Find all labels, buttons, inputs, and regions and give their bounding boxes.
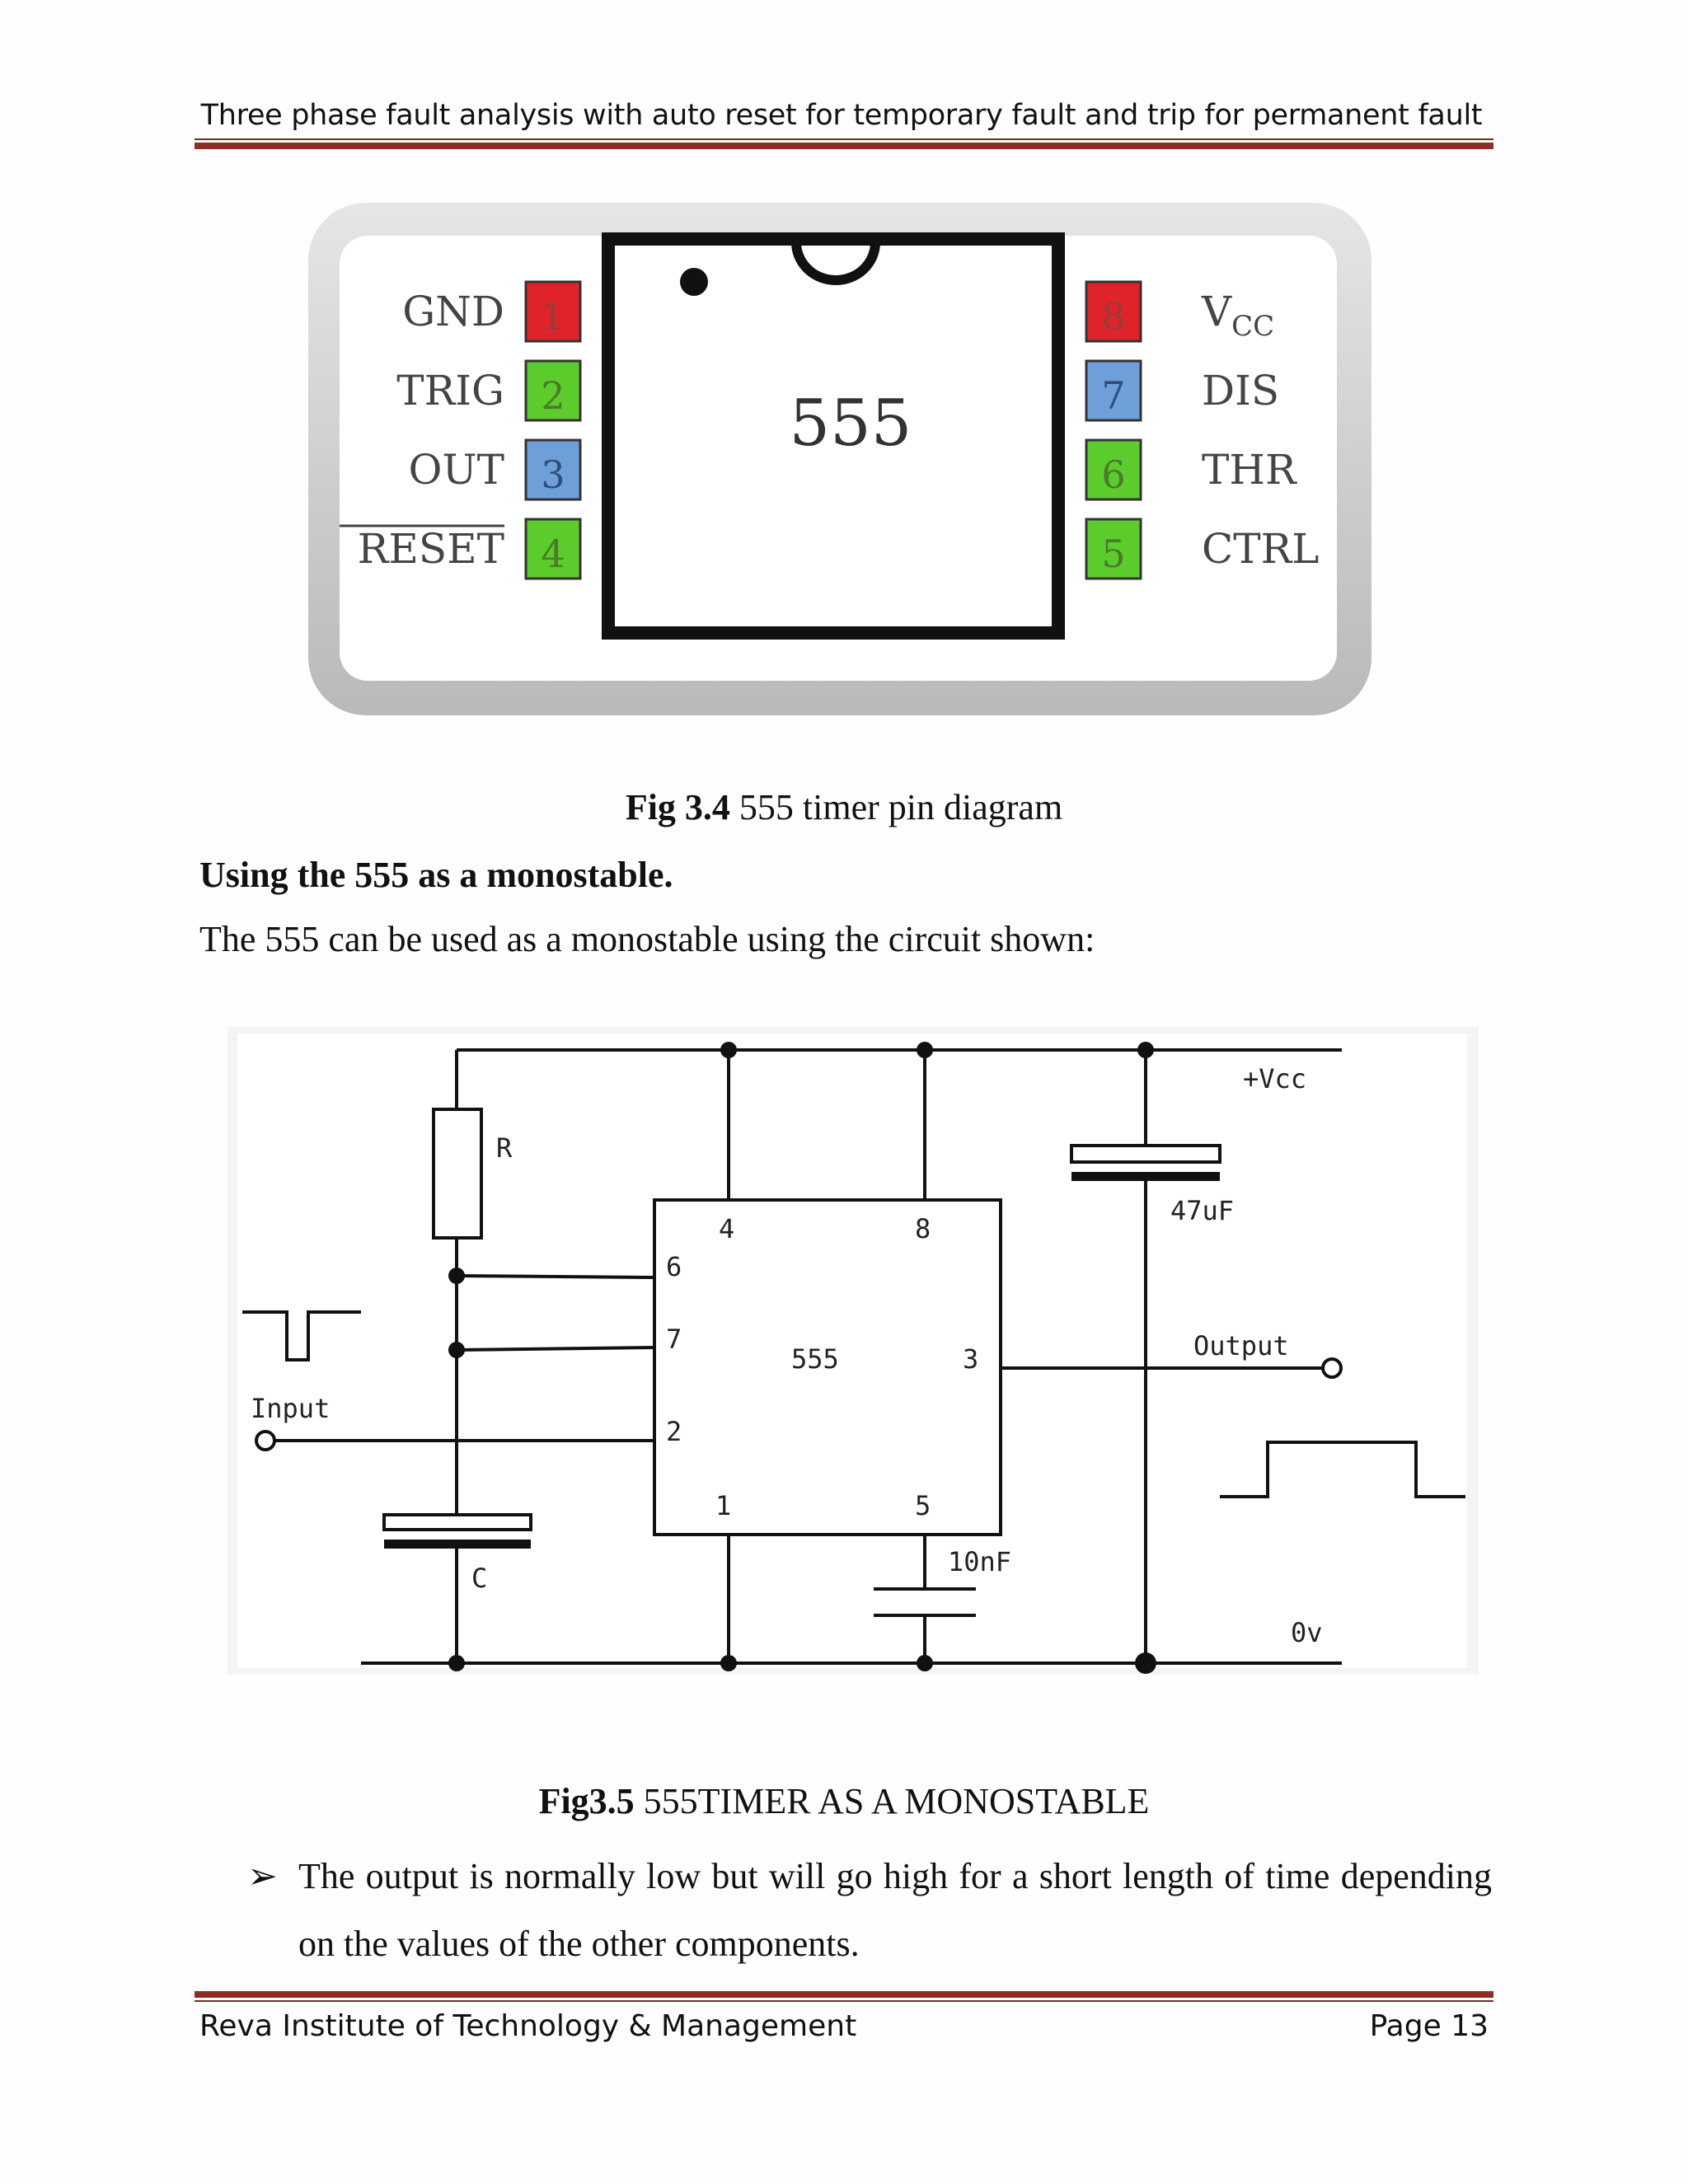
circuit-wires	[242, 1048, 1465, 1665]
monostable-circuit-figure: +Vcc R 47uF 4 8 6 7 555 3 Output Input 2…	[227, 1027, 1479, 1675]
cap-47uf-label: 47uF	[1170, 1195, 1234, 1226]
bullet-arrow-icon: ➢	[247, 1856, 278, 1896]
pin-box	[524, 280, 582, 343]
header-rule-thick	[195, 143, 1493, 149]
pin-name: OUT	[409, 446, 504, 494]
capacitor-c-plate	[384, 1540, 531, 1549]
pin-label-4: 4	[719, 1213, 734, 1244]
capacitor-c-label: C	[471, 1563, 487, 1594]
circuit-labels: +Vcc R 47uF 4 8 6 7 555 3 Output Input 2…	[251, 1063, 1323, 1648]
caption-text: 555 timer pin diagram	[729, 787, 1063, 827]
pin-diagram-figure: 555 1 2 3 4 GND TRIG OUT RESET 8 7 6 5	[308, 203, 1372, 715]
pin-label-7: 7	[666, 1324, 682, 1355]
pin-label-2: 2	[666, 1416, 682, 1447]
chip-body	[602, 232, 1065, 640]
gnd-label: 0v	[1291, 1617, 1323, 1648]
resistor	[432, 1108, 483, 1240]
pin-name: TRIG	[396, 367, 504, 415]
chip-label: 555	[790, 387, 912, 461]
pin-box	[1085, 518, 1142, 580]
pin-name: DIS	[1202, 367, 1279, 415]
vcc-label: +Vcc	[1243, 1063, 1306, 1094]
pin-label-1: 1	[715, 1490, 731, 1521]
pin-name: CTRL	[1202, 525, 1319, 573]
pin-number: 4	[541, 532, 565, 576]
pin-box	[1085, 359, 1142, 422]
bullet-item: ➢ The output is normally low but will go…	[247, 1843, 1492, 1978]
pin1-dot	[680, 268, 708, 296]
chip-notch	[791, 241, 880, 285]
footer-page-number: Page 13	[1369, 2009, 1489, 2043]
output-label: Output	[1193, 1330, 1289, 1361]
pin-number: 6	[1101, 452, 1125, 497]
input-label: Input	[251, 1393, 330, 1424]
pin-name: GND	[402, 288, 504, 335]
figure1-caption: Fig 3.4 555 timer pin diagram	[0, 786, 1688, 828]
right-pins: 8 7 6 5 VCC DIS THR CTRL	[1085, 280, 1319, 580]
header-rule-thin	[195, 138, 1493, 140]
pin-name-sub: CC	[1231, 310, 1274, 343]
caption-label: Fig 3.4	[625, 787, 730, 827]
pin-number: 1	[541, 294, 565, 339]
left-pins: 1 2 3 4 GND TRIG OUT RESET	[340, 280, 582, 580]
pin-box	[524, 518, 582, 580]
pin-box	[524, 359, 582, 422]
caption-text: 555TIMER AS A MONOSTABLE	[634, 1781, 1150, 1821]
caption-label: Fig3.5	[538, 1781, 635, 1821]
pin-name-v: V	[1201, 288, 1232, 335]
pin-box	[1085, 280, 1142, 343]
pin-number: 2	[541, 373, 565, 418]
junction-dots	[448, 1042, 1156, 1674]
chip-555-label: 555	[791, 1343, 839, 1375]
pin-number: 8	[1101, 294, 1125, 339]
footer-rule-thin	[195, 2000, 1493, 2002]
running-header: Three phase fault analysis with auto res…	[200, 99, 1483, 132]
footer-institution: Reva Institute of Technology & Managemen…	[199, 2009, 857, 2043]
pin-label-3: 3	[963, 1343, 978, 1375]
capacitor-47uf-plate	[1070, 1144, 1221, 1164]
pin-number: 3	[541, 452, 565, 497]
pin-label-6: 6	[666, 1251, 682, 1282]
pin-number: 7	[1101, 373, 1125, 418]
cap-10nf-label: 10nF	[948, 1546, 1011, 1577]
pin-name: RESET	[358, 525, 504, 573]
pin-name: THR	[1202, 446, 1297, 494]
circuit-chip-555	[653, 1198, 1002, 1536]
capacitor-c-plate	[382, 1513, 532, 1531]
footer-rule-thick	[195, 1991, 1493, 1998]
pin-name: VCC	[1201, 288, 1274, 343]
bullet-text: The output is normally low but will go h…	[298, 1856, 1492, 1964]
capacitor-47uf-plate	[1071, 1172, 1220, 1181]
pin-box	[1085, 438, 1142, 501]
section-paragraph: The 555 can be used as a monostable usin…	[199, 919, 1095, 959]
figure2-caption: Fig3.5 555TIMER AS A MONOSTABLE	[0, 1780, 1688, 1822]
pin-box	[524, 438, 582, 501]
section-heading: Using the 555 as a monostable.	[199, 855, 673, 895]
pin-label-8: 8	[915, 1213, 931, 1244]
pin-label-5: 5	[915, 1490, 931, 1521]
pin-number: 5	[1101, 532, 1125, 576]
resistor-label: R	[496, 1132, 513, 1164]
